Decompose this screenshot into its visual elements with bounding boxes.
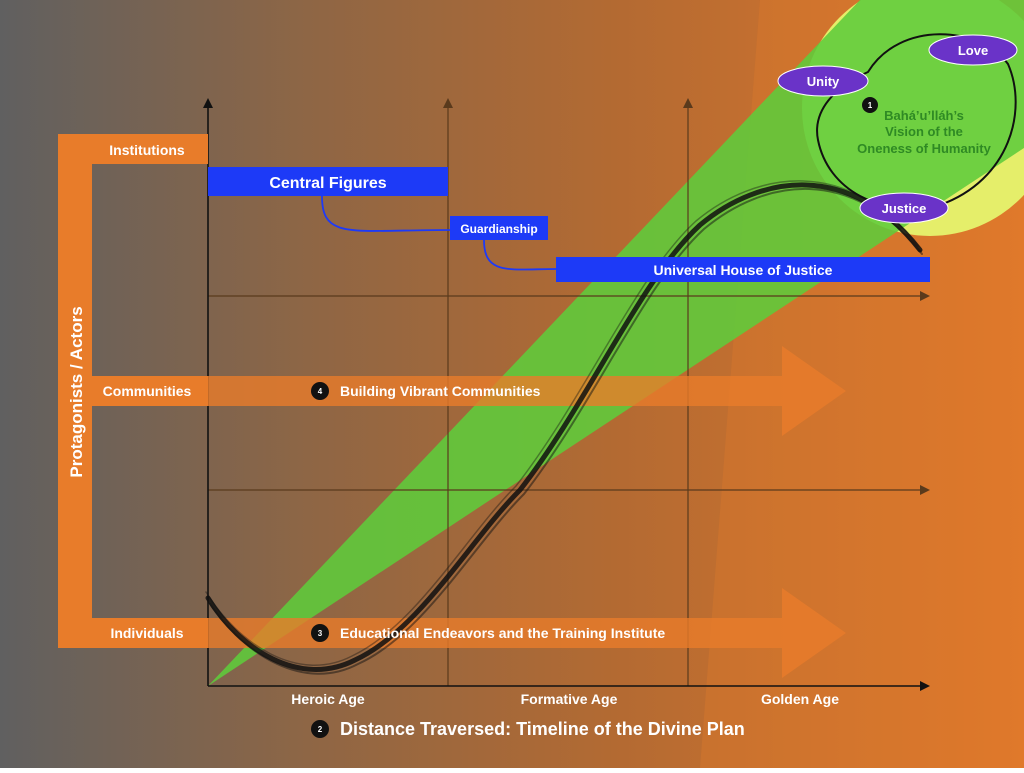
age-label-formative: Formative Age — [521, 691, 618, 707]
unity-oval — [777, 65, 869, 97]
badge-1-number: 1 — [868, 101, 873, 110]
badge-3-number: 3 — [318, 629, 323, 638]
badge-2 — [311, 720, 329, 738]
age-label-heroic: Heroic Age — [291, 691, 365, 707]
uhj-label: Universal House of Justice — [654, 262, 833, 278]
vision-line-2: Vision of the — [885, 124, 963, 139]
badge-4-number: 4 — [318, 387, 323, 396]
justice-oval — [859, 192, 949, 224]
individuals-arrow-label: Educational Endeavors and the Training I… — [340, 625, 665, 641]
badge-1 — [862, 97, 878, 113]
badge-2-number: 2 — [318, 725, 323, 734]
guardianship-label: Guardianship — [460, 222, 537, 236]
row-label-institutions: Institutions — [109, 142, 185, 158]
love-oval-label: Love — [958, 43, 988, 58]
vision-line-3: Oneness of Humanity — [857, 141, 991, 156]
guardianship-box — [450, 216, 548, 240]
x-axis-title: Distance Traversed: Timeline of the Divi… — [340, 719, 745, 739]
badge-4 — [311, 382, 329, 400]
individuals-arrow — [208, 588, 846, 678]
institution-connectors — [321, 195, 557, 271]
central-figures-label: Central Figures — [269, 175, 386, 192]
central-figures-box — [208, 167, 448, 196]
love-oval — [928, 34, 1018, 66]
trajectory-curve — [205, 180, 923, 675]
communities-tab — [58, 376, 208, 406]
uhj-box — [556, 257, 930, 282]
justice-oval-label: Justice — [882, 201, 927, 216]
row-label-individuals: Individuals — [110, 625, 183, 641]
communities-arrow-label: Building Vibrant Communities — [340, 383, 541, 399]
y-axis-title: Protagonists / Actors — [67, 306, 86, 477]
age-label-golden: Golden Age — [761, 691, 839, 707]
row-label-communities: Communities — [103, 383, 192, 399]
institutions-tab — [58, 134, 208, 164]
communities-arrow — [208, 346, 846, 436]
individuals-tab — [58, 618, 208, 648]
unity-oval-label: Unity — [807, 74, 840, 89]
vision-line-1: Bahá’u’lláh’s — [884, 108, 964, 123]
badge-3 — [311, 624, 329, 642]
